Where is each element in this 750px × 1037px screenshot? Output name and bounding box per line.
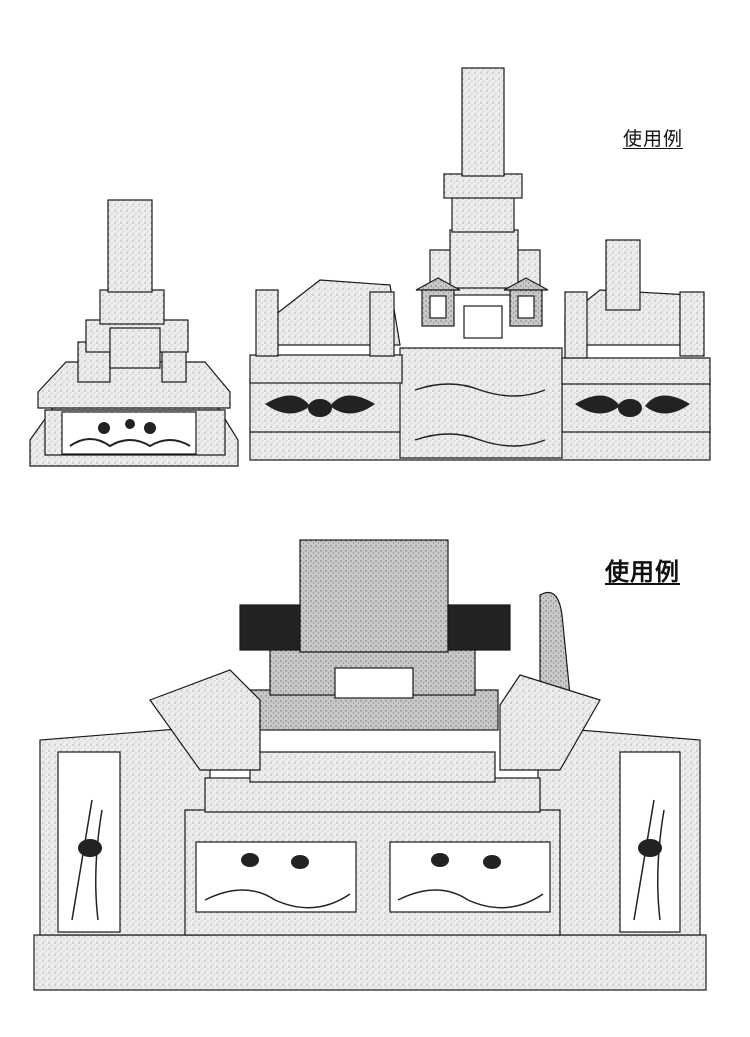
arabesque-carving	[265, 395, 690, 417]
stone-lantern-right	[503, 277, 549, 327]
iris-panel-right	[619, 751, 681, 933]
small-single-grave-illustration	[29, 199, 239, 467]
caption-usage-example-top: 使用例	[623, 128, 684, 150]
iris-panel-center-right	[389, 841, 551, 913]
iris-panel-center-left	[195, 841, 357, 913]
caption-usage-example-bottom: 使用例	[605, 558, 680, 586]
wide-grave-with-iris-panels-illustration	[33, 539, 707, 991]
stone-lantern-left	[415, 277, 461, 327]
lotus-carving	[69, 419, 191, 448]
iris-panel-left	[57, 751, 121, 933]
family-grave-with-lanterns-illustration	[249, 67, 711, 461]
